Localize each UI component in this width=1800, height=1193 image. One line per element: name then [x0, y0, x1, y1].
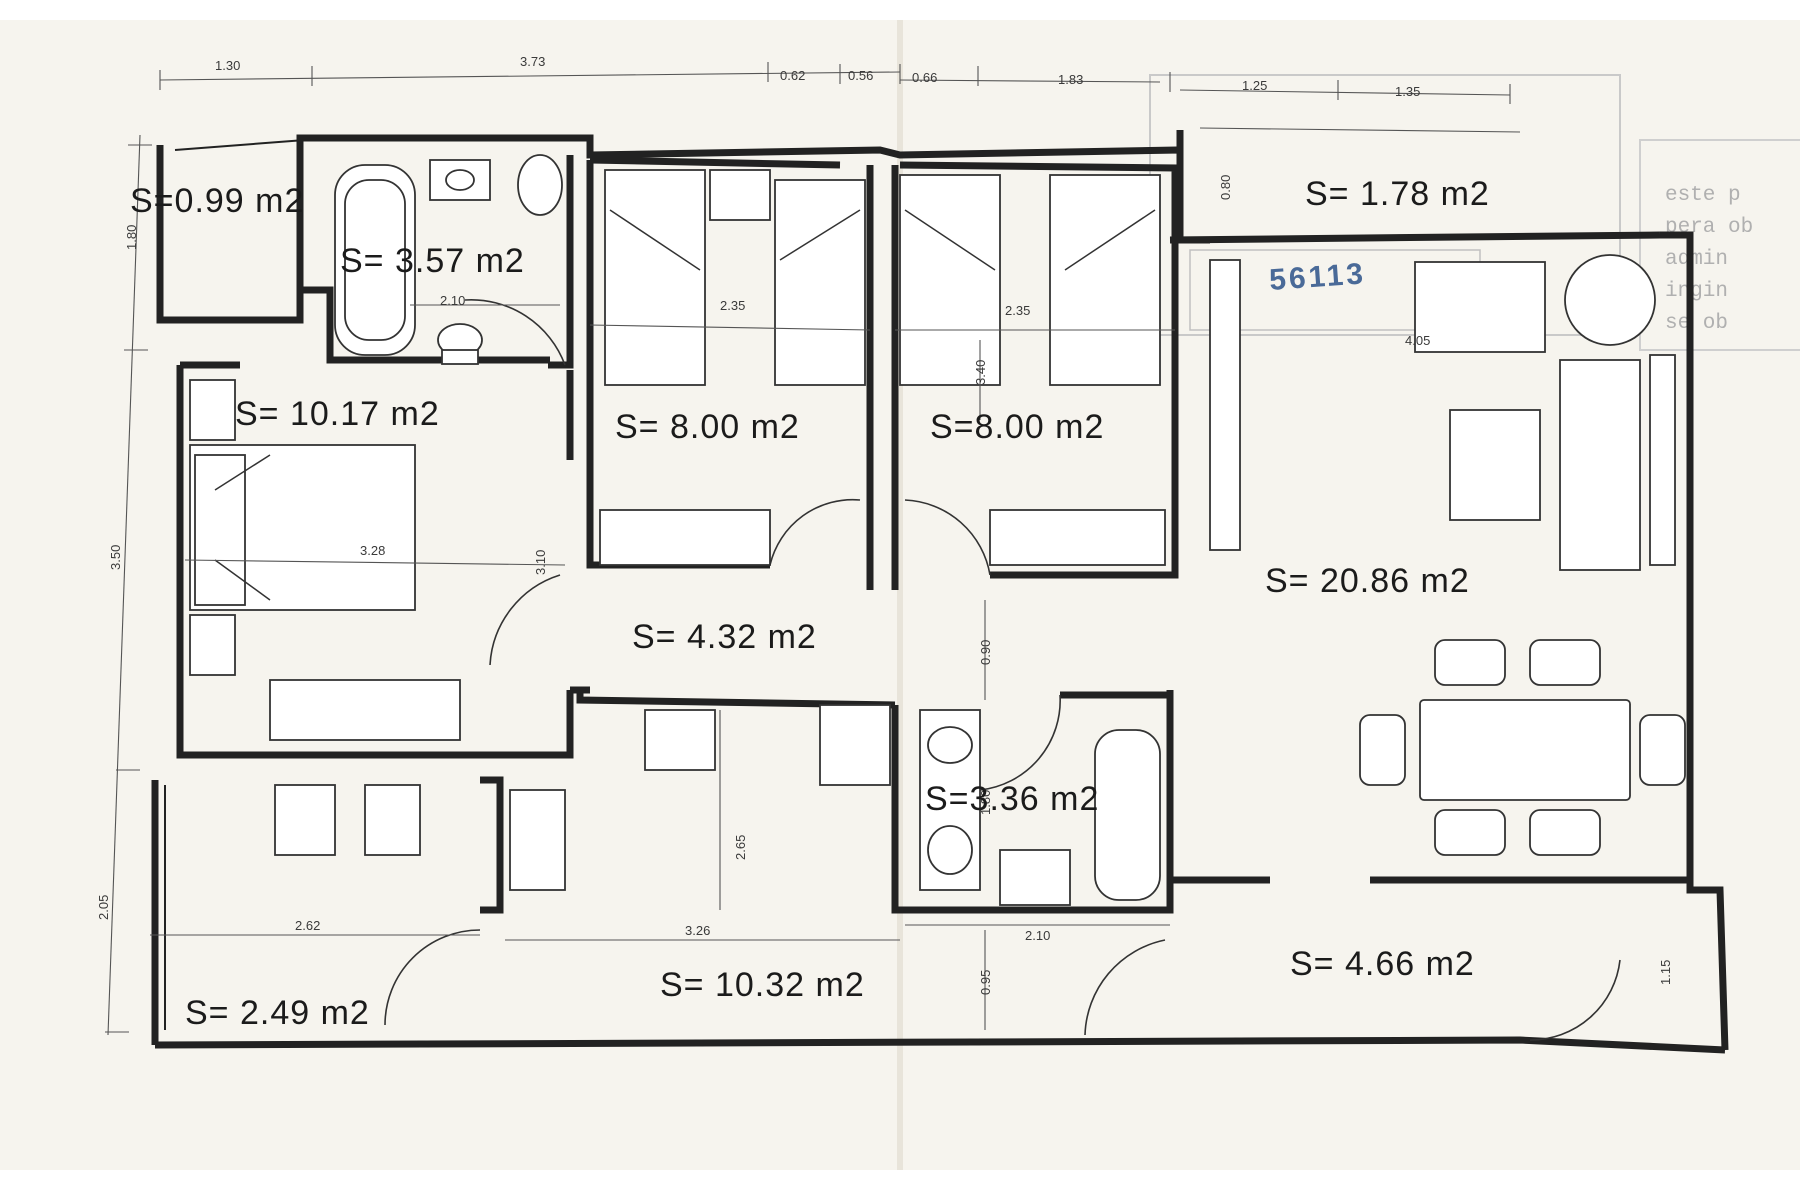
stamp-side-line-3: admin — [1665, 248, 1728, 271]
dim-top-8: 1.35 — [1395, 84, 1420, 99]
room-area-3-57: S= 3.57 m2 — [340, 242, 525, 280]
dim-1-15: 1.15 — [1658, 960, 1673, 985]
left-dimension-chain: 1.80 3.50 2.05 — [96, 134, 152, 1036]
dim-2-10-hall: 2.10 — [1025, 928, 1050, 943]
dim-3-40: 3.40 — [973, 360, 988, 385]
bathroom-fixtures-top — [334, 154, 563, 365]
dim-1-80: 1.80 — [978, 790, 993, 815]
doors — [384, 299, 1621, 1041]
room-area-20-86: S= 20.86 m2 — [1265, 562, 1470, 600]
dim-top-1: 1.30 — [215, 58, 240, 73]
room-area-0-99: S=0.99 m2 — [130, 182, 304, 220]
dim-2-65: 2.65 — [733, 835, 748, 860]
room-area-10-17: S= 10.17 m2 — [235, 395, 440, 433]
dim-3-10: 3.10 — [533, 550, 548, 575]
dim-4-05: 4.05 — [1405, 333, 1430, 348]
room-area-8-00-b: S=8.00 m2 — [930, 408, 1104, 446]
bedroom-furniture — [189, 169, 1166, 741]
dim-left-3: 2.05 — [96, 895, 111, 920]
top-dimension-chain: 1.30 3.73 0.62 0.56 0.66 1.83 1.25 1.35 — [159, 54, 1521, 133]
room-area-8-00-a: S= 8.00 m2 — [615, 408, 800, 446]
dim-top-2: 3.73 — [520, 54, 545, 69]
stamp-side-line-4: ingin — [1665, 280, 1728, 303]
interior-walls — [151, 140, 1690, 1045]
dim-2-10-bath: 2.10 — [440, 293, 465, 308]
room-area-4-32: S= 4.32 m2 — [632, 618, 817, 656]
room-area-3-36: S=3.36 m2 — [925, 780, 1099, 818]
room-area-1-78: S= 1.78 m2 — [1305, 175, 1490, 213]
dim-top-6: 1.83 — [1058, 72, 1083, 87]
dim-3-26: 3.26 — [685, 923, 710, 938]
kitchen-living-furniture — [1209, 254, 1686, 856]
dim-2-35-bed2: 2.35 — [720, 298, 745, 313]
dim-top-7: 1.25 — [1242, 78, 1267, 93]
outer-walls — [154, 130, 1729, 1054]
stamp-side-line-1: este p — [1665, 184, 1741, 207]
dim-left-2: 3.50 — [108, 545, 123, 570]
dim-top-3: 0.62 — [780, 68, 805, 83]
dim-0-90: 0.90 — [978, 640, 993, 665]
stamp-side-line-5: se ob — [1665, 312, 1728, 335]
dim-2-35-bed3: 2.35 — [1005, 303, 1030, 318]
room-area-2-49: S= 2.49 m2 — [185, 994, 370, 1032]
dim-left-1: 1.80 — [124, 225, 139, 250]
dim-3-28: 3.28 — [360, 543, 385, 558]
stamp-area: este p pera ob admin ingin se ob 56113 — [1149, 74, 1800, 351]
inner-dimension-lines — [150, 304, 1175, 1030]
dim-0-80: 0.80 — [1218, 175, 1233, 200]
room-area-4-66: S= 4.66 m2 — [1290, 945, 1475, 983]
dim-0-95: 0.95 — [978, 970, 993, 995]
dim-top-5: 0.66 — [912, 70, 937, 85]
stamp-number: 56113 — [1268, 257, 1367, 297]
kitchenette-fixtures — [274, 704, 1161, 906]
room-area-10-32: S= 10.32 m2 — [660, 966, 865, 1004]
dim-2-62: 2.62 — [295, 918, 320, 933]
dim-top-4: 0.56 — [848, 68, 873, 83]
